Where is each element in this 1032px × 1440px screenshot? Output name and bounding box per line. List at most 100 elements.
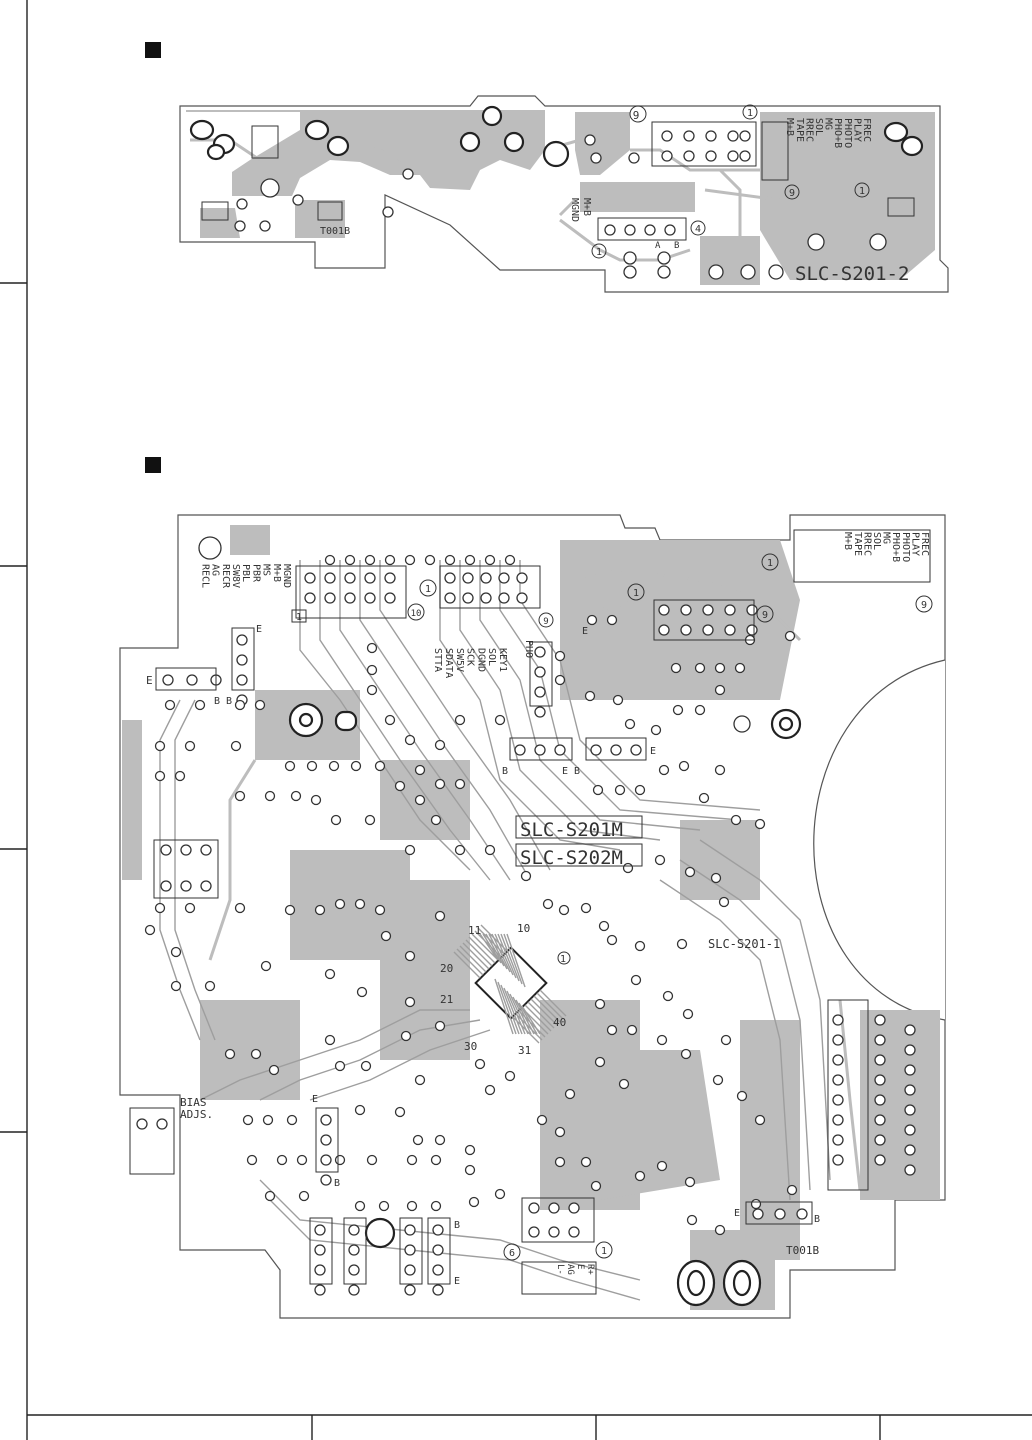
board2-left-label: AG [210, 564, 221, 576]
board2-via [430, 814, 442, 826]
board2-pad [364, 572, 376, 584]
board2-pho-label: PHO [523, 640, 534, 658]
board2-via [662, 990, 674, 1002]
board1-b-marker: B [674, 241, 679, 251]
board2-via [454, 714, 466, 726]
board2-pad [516, 572, 528, 584]
board2-ic-pin-40: 40 [553, 1016, 566, 1029]
board2-pad [724, 624, 736, 636]
board2-via [590, 1180, 602, 1192]
board2-via [684, 1176, 696, 1188]
board1-pin-first-label: 9 [633, 109, 640, 122]
board2-via [504, 554, 516, 566]
board2-pad [904, 1024, 916, 1036]
board2-left-label: PBL [240, 564, 251, 582]
board2-via [296, 1154, 308, 1166]
board2-marker-9-mid: 9 [543, 617, 548, 627]
board2-via [468, 1196, 480, 1208]
board2-pad [568, 1226, 580, 1238]
board2-pad [832, 1054, 844, 1066]
board2-marker-10: 10 [411, 609, 422, 619]
board2-via [284, 904, 296, 916]
board2-via [594, 1056, 606, 1068]
board2-via [730, 814, 742, 826]
board2-via [374, 760, 386, 772]
board2-mid-label: DGND [475, 648, 486, 672]
board2-via [430, 1200, 442, 1212]
board2-via [230, 740, 242, 752]
board2-pad [904, 1064, 916, 1076]
board2-via [184, 902, 196, 914]
board1-pin-label: SOL [813, 118, 824, 136]
board2-via [234, 902, 246, 914]
board2-via [328, 760, 340, 772]
board1-pcb [179, 95, 949, 293]
board2-mid-label: SW5V [454, 648, 465, 672]
board1-pin-label: M+B [784, 118, 795, 136]
board2-via [242, 1114, 254, 1126]
board1-pin1-marker: 1 [859, 186, 865, 197]
board2-pad [236, 654, 248, 666]
board2-pad [236, 634, 248, 646]
board2-via [564, 1088, 576, 1100]
board2-mid-label: STTA [432, 648, 443, 672]
board2-via [204, 980, 216, 992]
board2-via [366, 684, 378, 696]
board2-pad [404, 1244, 416, 1256]
board2-via [264, 1190, 276, 1202]
board2-pad [702, 624, 714, 636]
board2-via [404, 554, 416, 566]
board2-via [670, 662, 682, 674]
board2-via [324, 1034, 336, 1046]
board2-output-label: E [575, 1264, 585, 1269]
board2-via [554, 1126, 566, 1138]
board2-via [404, 844, 416, 856]
board2-via [494, 714, 506, 726]
board1-pin-label: PHOTO [842, 118, 853, 148]
board2-via [786, 1184, 798, 1196]
board2-pad [404, 1264, 416, 1276]
board2-via [330, 814, 342, 826]
board2-via [734, 662, 746, 674]
transistor-e-label-4: E [562, 766, 568, 777]
board2-via [542, 898, 554, 910]
board1-conn-1-marker: 1 [596, 247, 602, 258]
board2-ic-pin-21: 21 [440, 993, 453, 1006]
board2-via [310, 794, 322, 806]
board2-via [736, 1090, 748, 1102]
board2-via [634, 1170, 646, 1182]
transistor-b-label-3: B [502, 766, 508, 777]
board2-via [154, 770, 166, 782]
board2-mid-label: SCK [465, 648, 476, 666]
board2-via [750, 1198, 762, 1210]
board2-via [334, 898, 346, 910]
board2-pad [904, 1104, 916, 1116]
board2-via [400, 1030, 412, 1042]
board2-pad [874, 1114, 886, 1126]
board2-top-right-label: PLAY [909, 532, 920, 556]
board2-via [250, 1048, 262, 1060]
board2-pad [162, 674, 174, 686]
board2-via [406, 1200, 418, 1212]
board2-pad [314, 1244, 326, 1256]
board1-a-marker: A [655, 241, 661, 251]
board2-pad [724, 604, 736, 616]
board2-via [594, 998, 606, 1010]
board2-mid-label: SOL [486, 648, 497, 666]
board1-connector-label: M+B [581, 198, 592, 216]
board2-pad [904, 1044, 916, 1056]
board2-pad [432, 1284, 444, 1296]
board2-pad [384, 572, 396, 584]
board2-via [504, 1070, 516, 1082]
board2-pad [610, 744, 622, 756]
board2-pad [432, 1244, 444, 1256]
board2-pad [874, 1094, 886, 1106]
board2-via [484, 844, 496, 856]
board2-pad [444, 572, 456, 584]
board2-via [614, 784, 626, 796]
board2-via [170, 946, 182, 958]
board2-pad [160, 844, 172, 856]
section-marker-2 [145, 457, 161, 473]
